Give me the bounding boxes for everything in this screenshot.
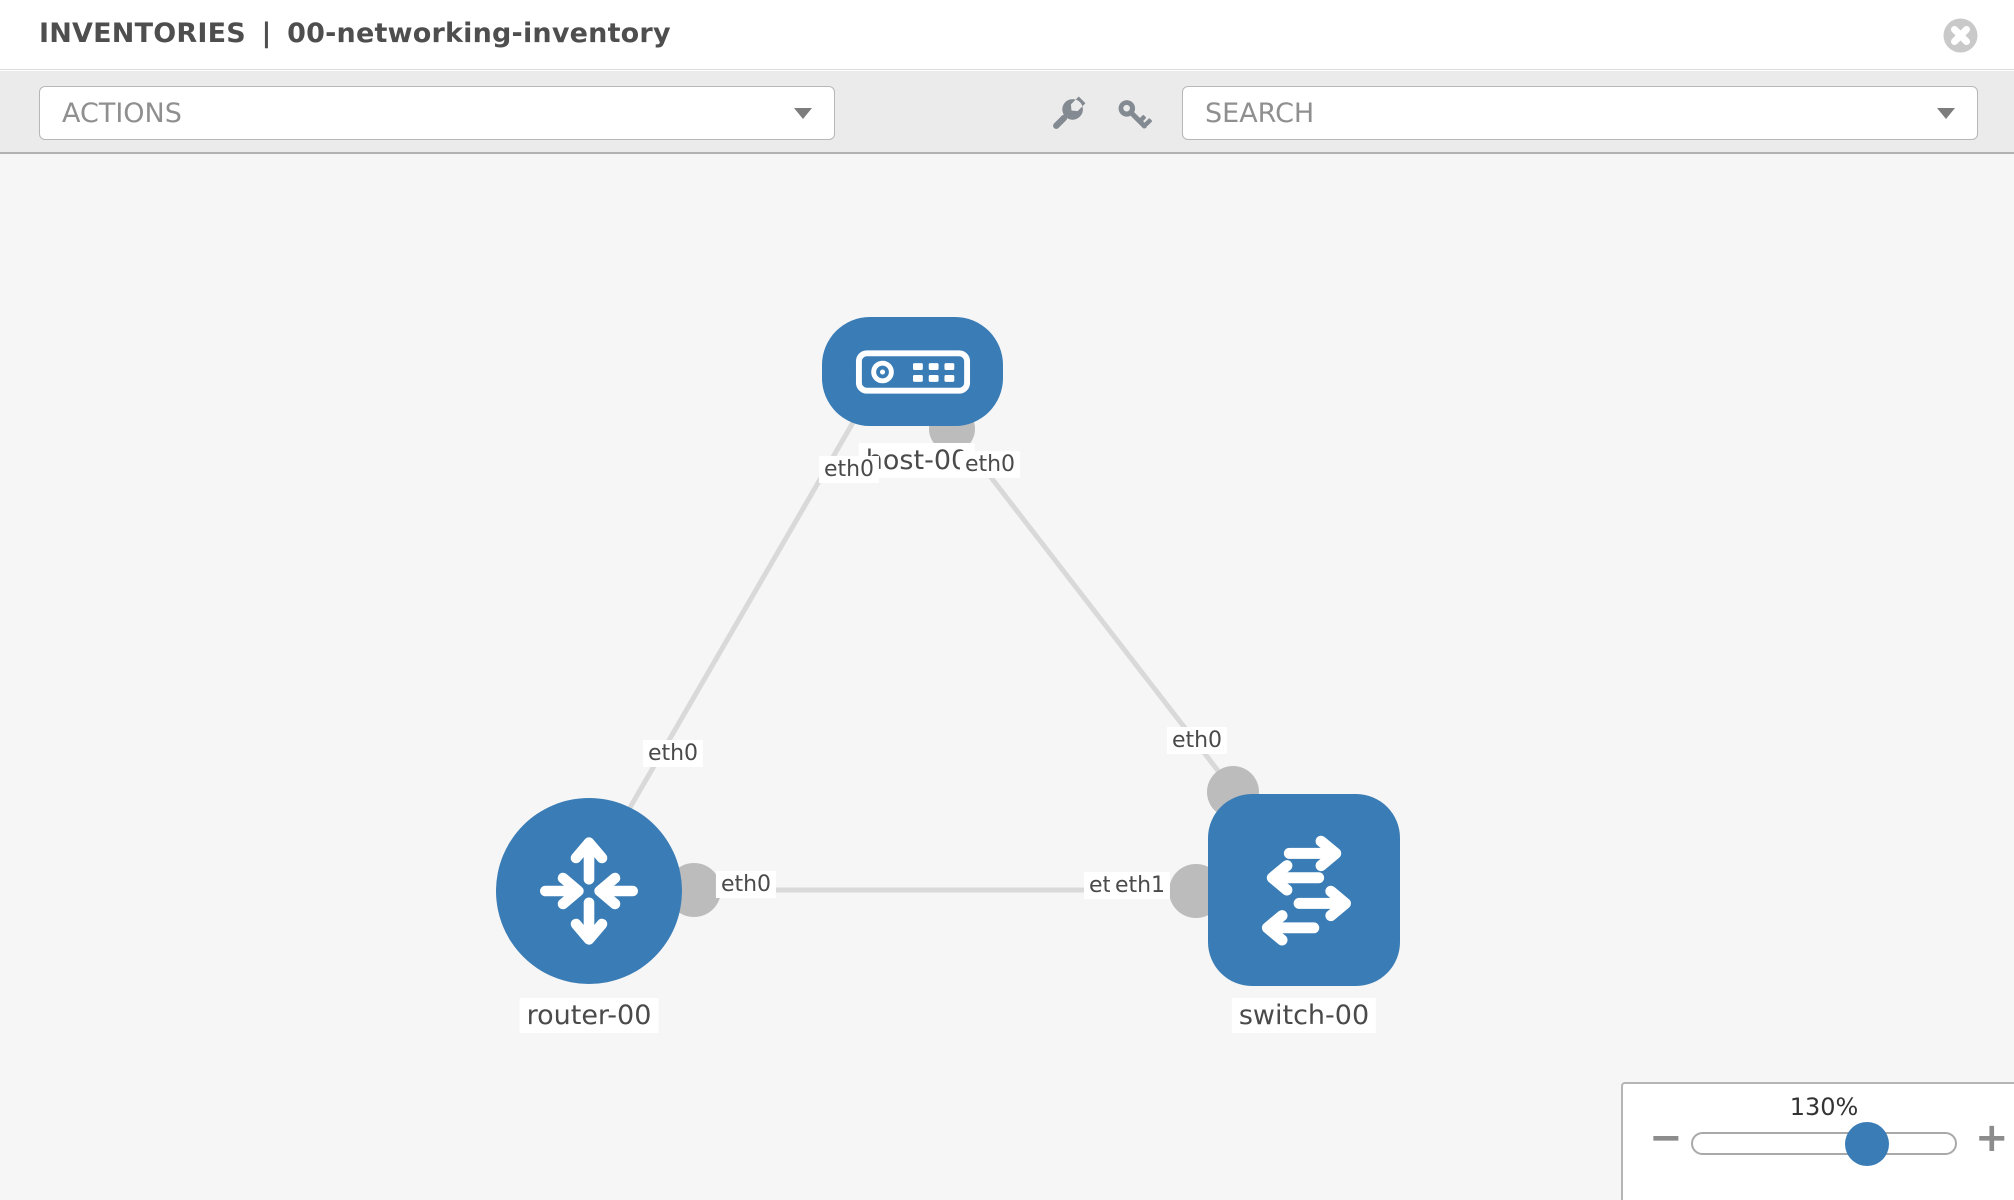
node-label-switch-00: switch-00 [1231, 998, 1377, 1033]
breadcrumb: INVENTORIES | 00-networking-inventory [39, 18, 677, 49]
topology-links-layer [625, 406, 1259, 918]
interface-label-eth0: eth0 [715, 871, 777, 898]
zoom-slider[interactable] [1691, 1122, 1957, 1166]
node-label-router-00: router-00 [519, 998, 659, 1033]
chevron-down-icon [794, 107, 812, 119]
node-router-00[interactable] [496, 798, 682, 984]
switch-icon [1261, 835, 1351, 946]
chevron-down-icon [1937, 107, 1955, 119]
topology-canvas[interactable]: host-00eth0eth0eth0eth0eth0eth0eth1route… [0, 154, 2014, 1200]
zoom-out-button[interactable]: − [1649, 1115, 1683, 1161]
zoom-level: 130% [1789, 1093, 1859, 1121]
interface-label-eth0: eth0 [959, 451, 1021, 478]
search-dropdown-label: SEARCH [1205, 97, 1315, 129]
router-icon [540, 837, 638, 945]
interface-label-eth1: eth1 [1109, 872, 1171, 899]
node-label-host-00: host-00 [858, 443, 976, 478]
node-switch-00[interactable] [1208, 794, 1400, 986]
key-icon[interactable] [1116, 96, 1154, 134]
host-icon [855, 349, 970, 394]
zoom-panel: 130% − + [1621, 1082, 2014, 1200]
node-host-00[interactable] [822, 317, 1003, 426]
breadcrumb-separator: | [261, 18, 272, 49]
actions-dropdown-label: ACTIONS [62, 97, 182, 129]
actions-dropdown[interactable]: ACTIONS [39, 86, 835, 140]
header: INVENTORIES | 00-networking-inventory [0, 0, 2014, 70]
search-dropdown[interactable]: SEARCH [1182, 86, 1978, 140]
interface-label-eth0: eth0 [818, 456, 880, 483]
close-button[interactable] [1943, 18, 1978, 53]
page-title: 00-networking-inventory [287, 18, 671, 49]
interface-label-eth0: eth0 [642, 740, 704, 767]
wrench-icon[interactable] [1048, 96, 1086, 134]
interface-label-eth0: eth0 [1166, 727, 1228, 754]
toolbar: ACTIONS SEARCH [0, 71, 2014, 154]
zoom-in-button[interactable]: + [1975, 1115, 2009, 1161]
breadcrumb-inventories[interactable]: INVENTORIES [39, 18, 246, 49]
zoom-slider-thumb[interactable] [1845, 1122, 1889, 1166]
close-icon [1943, 18, 1978, 53]
